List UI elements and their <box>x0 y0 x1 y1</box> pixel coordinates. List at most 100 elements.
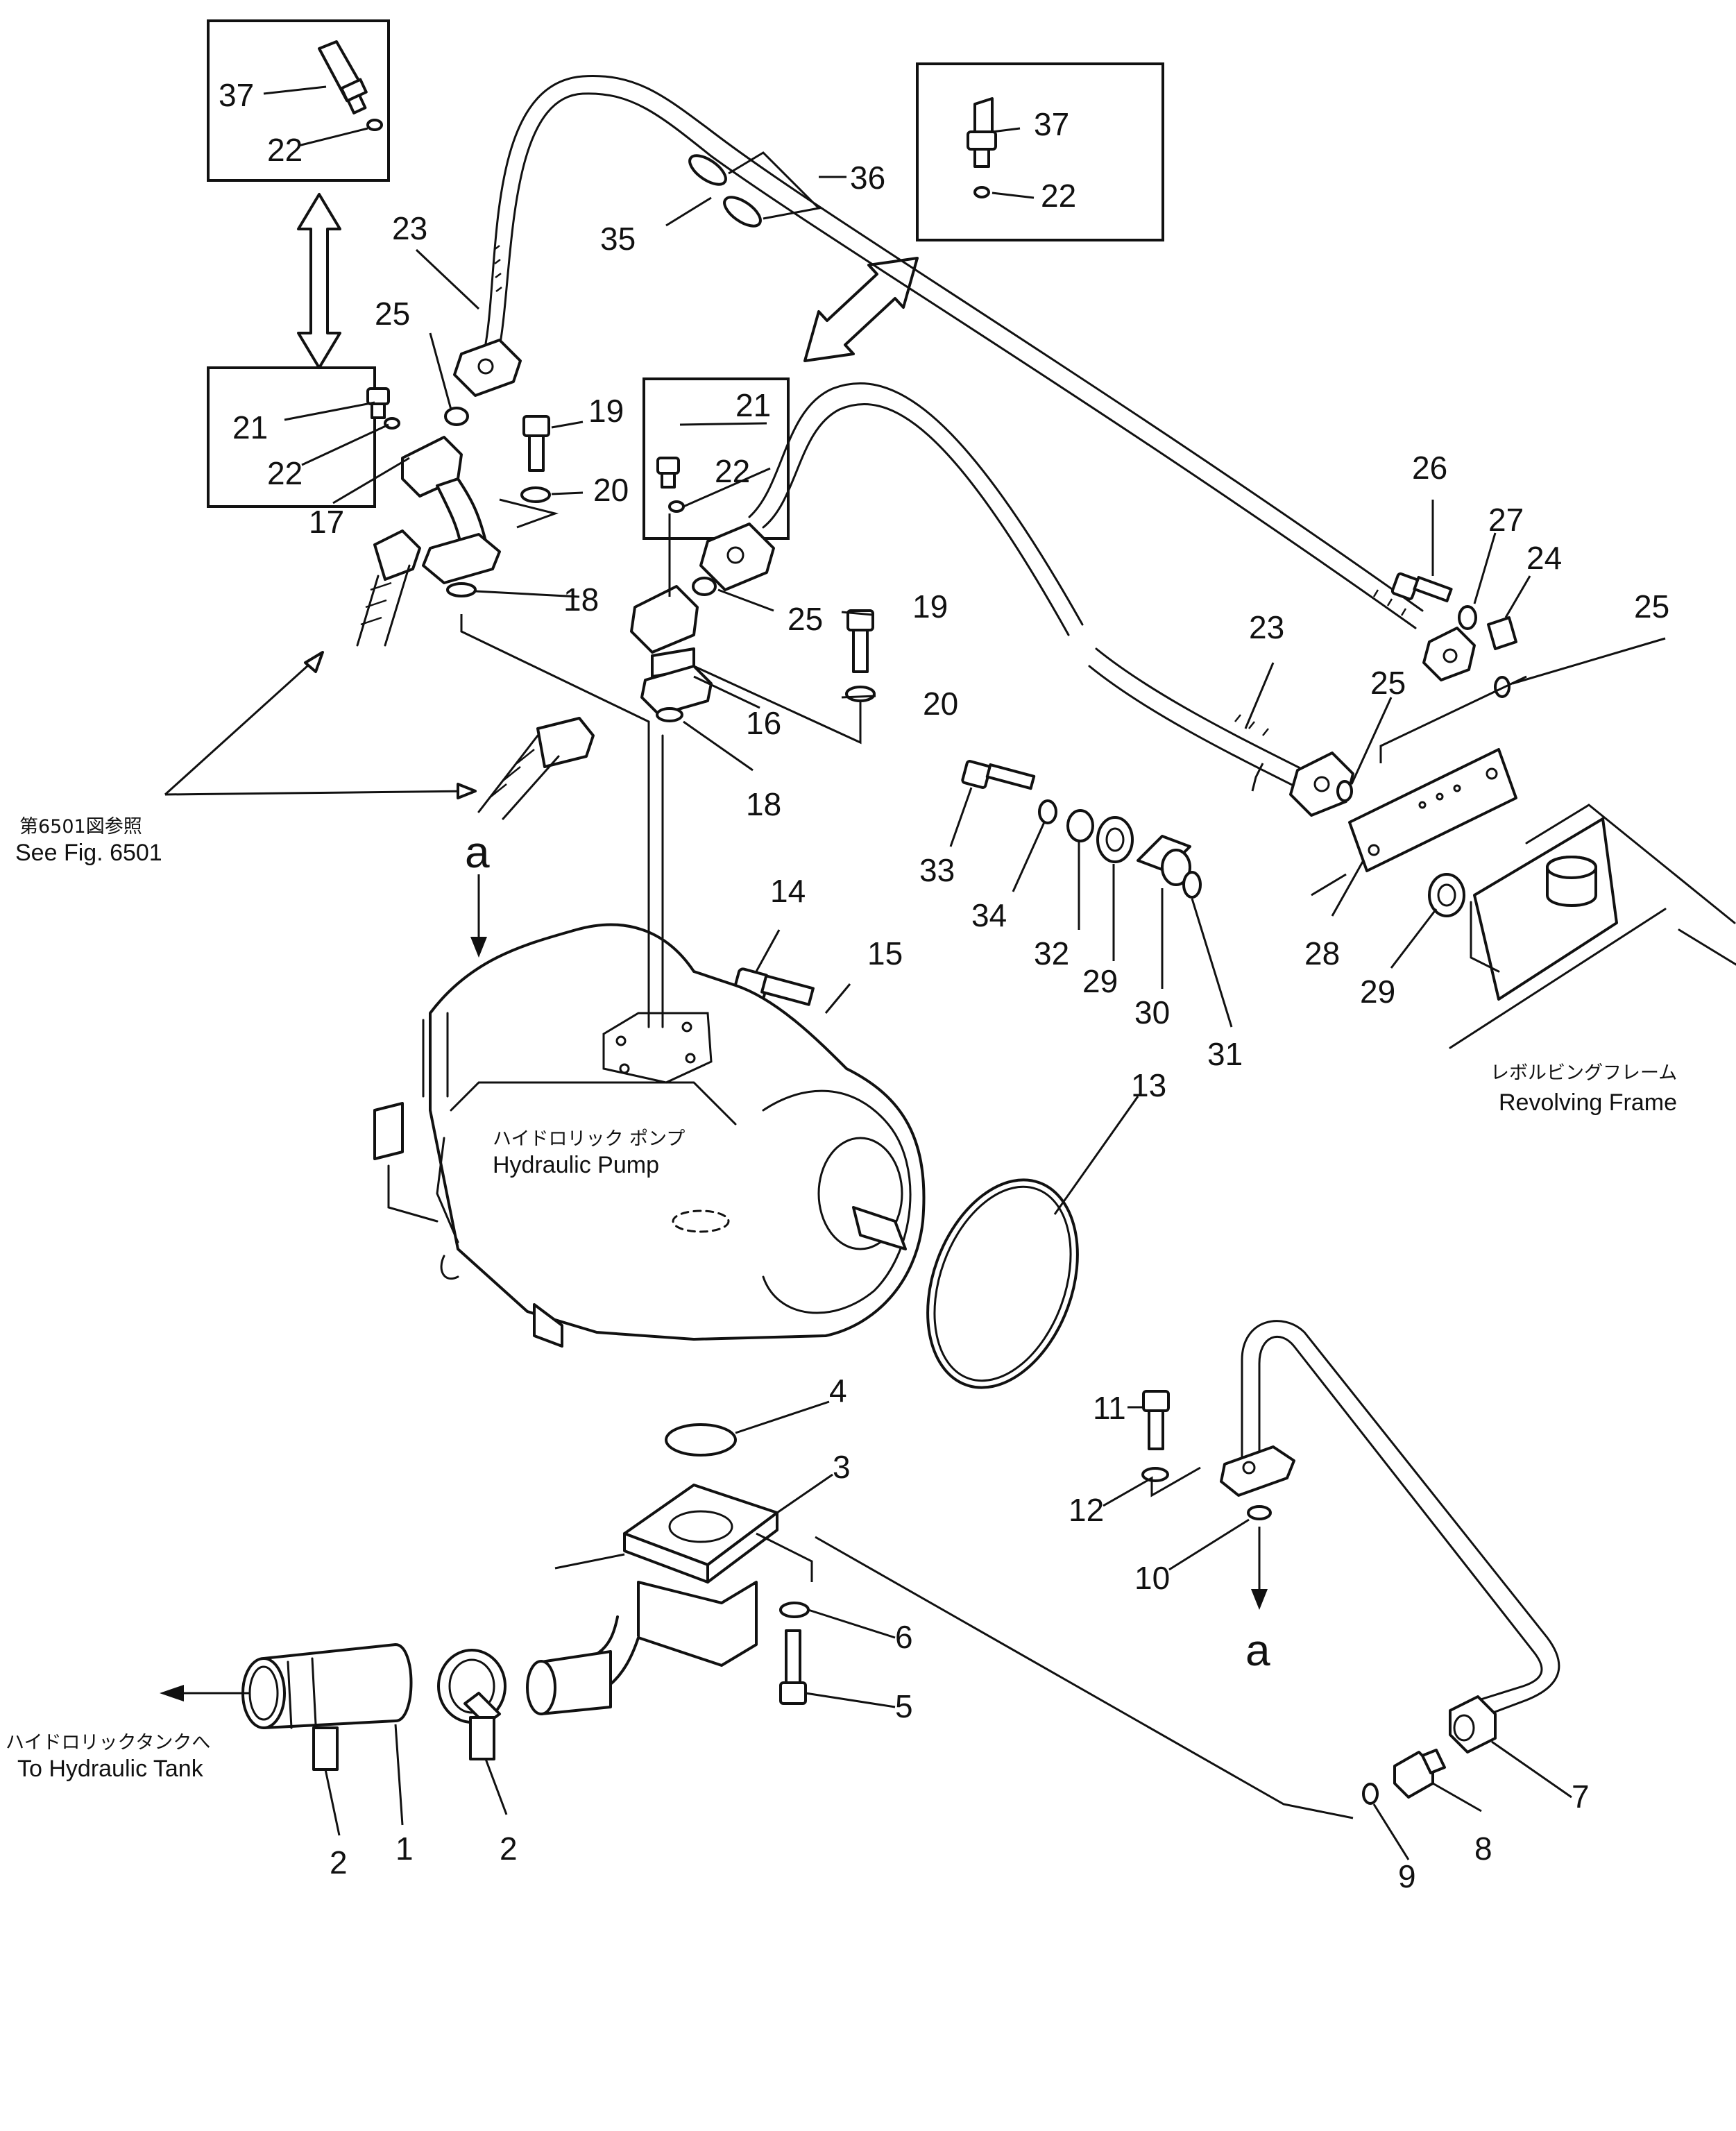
flange-drain-upper <box>1220 1445 1295 1497</box>
part-number-25: 25 <box>1634 588 1669 625</box>
part-number-25: 25 <box>788 601 823 637</box>
tank-label-jp: ハイドロリックタンクへ <box>6 1732 210 1754</box>
elbow-16 <box>630 585 713 716</box>
part-number-30: 30 <box>1134 994 1170 1030</box>
o-ring-22-top-right <box>973 186 990 198</box>
part-number-29: 29 <box>1360 974 1395 1010</box>
flange-far-right-hose-end <box>1422 627 1476 681</box>
sensor-37-top-right <box>967 97 997 168</box>
part-number-2: 2 <box>500 1831 518 1867</box>
part-number-8: 8 <box>1474 1831 1492 1867</box>
part-number-23: 23 <box>392 210 427 246</box>
bracket-28 <box>1348 748 1517 872</box>
clamp-35 <box>688 154 762 228</box>
inset-box-top-left <box>207 19 390 182</box>
double-arrow-diagonal <box>803 257 919 362</box>
see-fig-arrows <box>164 651 477 799</box>
sensor-37-top-left <box>318 40 368 114</box>
o-ring-4 <box>665 1423 737 1457</box>
spacer-30 <box>1137 835 1191 886</box>
inset-box-top-right <box>916 62 1164 241</box>
connector-tube <box>526 1650 612 1715</box>
o-ring-22-mid-left <box>384 417 400 430</box>
o-ring-13 <box>926 1178 1079 1389</box>
part-number-22: 22 <box>1041 178 1076 214</box>
see-fig-label-en: See Fig. 6501 <box>15 840 162 866</box>
part-number-17: 17 <box>309 504 344 540</box>
o-ring-22-mid-center <box>668 500 685 513</box>
bolt-21-left <box>366 387 390 419</box>
part-number-11: 11 <box>1093 1390 1126 1426</box>
bolt-21-center <box>656 457 680 489</box>
flange-mid-hose-end <box>699 523 775 591</box>
part-number-27: 27 <box>1488 502 1524 538</box>
pump-label-jp: ハイドロリック ポンプ <box>493 1128 685 1150</box>
part-number-10: 10 <box>1134 1560 1170 1596</box>
o-ring-18-lower <box>656 707 683 722</box>
o-ring-31 <box>1182 871 1202 899</box>
o-ring-25-mid <box>692 577 717 596</box>
part-number-20: 20 <box>923 686 958 722</box>
hose-23-upper <box>484 75 1424 629</box>
hose-1 <box>241 1643 413 1729</box>
frame-label-en: Revolving Frame <box>1499 1089 1677 1116</box>
to-tank-arrow <box>160 1685 250 1701</box>
view-a-arrow-top <box>470 874 487 958</box>
view-a-label-bottom: a <box>1245 1625 1270 1675</box>
bolt-5 <box>779 1629 807 1705</box>
pump-feed-pipe <box>647 734 664 1028</box>
see-fig-label-jp: 第6501図参照 <box>19 816 142 838</box>
leaders <box>263 85 1666 1860</box>
view-a-arrow-bottom <box>1251 1527 1268 1610</box>
part-number-25: 25 <box>1370 665 1406 701</box>
part-number-32: 32 <box>1034 935 1069 971</box>
bolt-33 <box>961 760 1036 790</box>
bushing-29-right <box>1428 873 1465 917</box>
connector-8 <box>1393 1749 1446 1799</box>
bolt-19-lower <box>846 609 874 673</box>
washer-32 <box>1066 809 1094 842</box>
flange-top-hose-end <box>453 339 522 397</box>
o-ring-22-top-left <box>366 119 383 131</box>
inset-box-mid-left <box>207 366 376 508</box>
o-ring-9 <box>1362 1783 1379 1805</box>
part-number-1: 1 <box>395 1831 414 1867</box>
part-number-12: 12 <box>1069 1492 1104 1528</box>
part-number-19: 19 <box>912 588 948 625</box>
part-number-7: 7 <box>1572 1778 1590 1815</box>
part-number-18: 18 <box>563 581 599 618</box>
double-arrow-vertical <box>297 193 341 369</box>
hydraulic-pump <box>373 923 926 1348</box>
o-ring-10 <box>1247 1505 1272 1520</box>
pump-label-en: Hydraulic Pump <box>493 1152 659 1178</box>
part-number-22: 22 <box>267 455 303 491</box>
part-number-21: 21 <box>232 409 268 445</box>
part-number-22: 22 <box>715 453 750 489</box>
part-number-29: 29 <box>1082 963 1118 999</box>
o-ring-18-upper <box>446 582 477 597</box>
clamp-2-right <box>437 1649 507 1760</box>
clamp-2-left <box>312 1726 339 1771</box>
part-number-4: 4 <box>829 1373 847 1409</box>
drain-pipe-7 <box>1241 1320 1560 1722</box>
hose-see-fig-lower <box>477 717 595 820</box>
bolt-26 <box>1390 572 1453 603</box>
part-number-36: 36 <box>850 160 885 196</box>
bolt-19-upper <box>522 415 550 472</box>
tank-label-en: To Hydraulic Tank <box>17 1756 204 1782</box>
part-number-28: 28 <box>1304 935 1340 971</box>
part-number-25: 25 <box>375 296 410 332</box>
revolving-frame <box>1449 804 1736 1049</box>
part-number-3: 3 <box>833 1449 851 1485</box>
part-number-15: 15 <box>867 935 903 971</box>
part-number-26: 26 <box>1412 450 1447 486</box>
o-ring-25-top <box>444 407 469 426</box>
part-number-2: 2 <box>330 1844 348 1880</box>
view-a-label-top: a <box>465 827 490 877</box>
part-number-34: 34 <box>971 897 1007 933</box>
washer-34 <box>1038 799 1057 824</box>
part-number-9: 9 <box>1398 1858 1416 1894</box>
hose-23-lower <box>748 382 1306 789</box>
part-number-22: 22 <box>267 132 303 168</box>
